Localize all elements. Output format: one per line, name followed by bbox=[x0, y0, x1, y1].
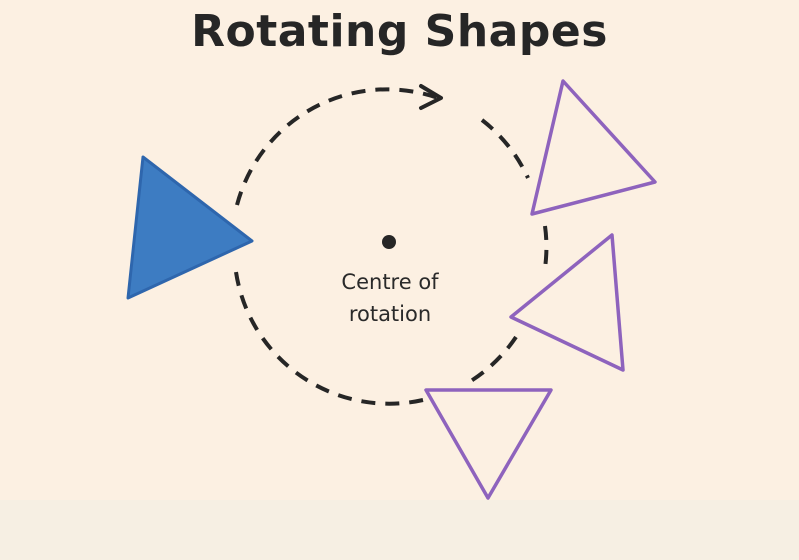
rotated-triangle-2 bbox=[509, 233, 625, 372]
rotation-path-right-upper bbox=[480, 118, 530, 179]
diagram-title: Rotating Shapes bbox=[191, 6, 608, 57]
original-triangle bbox=[126, 155, 254, 300]
rotation-path-lower-right bbox=[464, 335, 518, 386]
footer-band bbox=[0, 500, 799, 560]
rotated-triangle-1 bbox=[530, 79, 657, 216]
centre-point-icon bbox=[382, 235, 396, 249]
rotation-path-lower-left bbox=[234, 271, 424, 406]
arrow-head-icon bbox=[419, 84, 443, 110]
rotated-triangle-3 bbox=[424, 388, 553, 500]
centre-of-rotation-label: Centre of rotation bbox=[290, 266, 490, 330]
centre-label-line2: rotation bbox=[348, 302, 432, 326]
rotation-path-right bbox=[543, 225, 549, 269]
rotation-path-upper bbox=[235, 87, 439, 206]
centre-label-line1: Centre of bbox=[341, 270, 439, 294]
